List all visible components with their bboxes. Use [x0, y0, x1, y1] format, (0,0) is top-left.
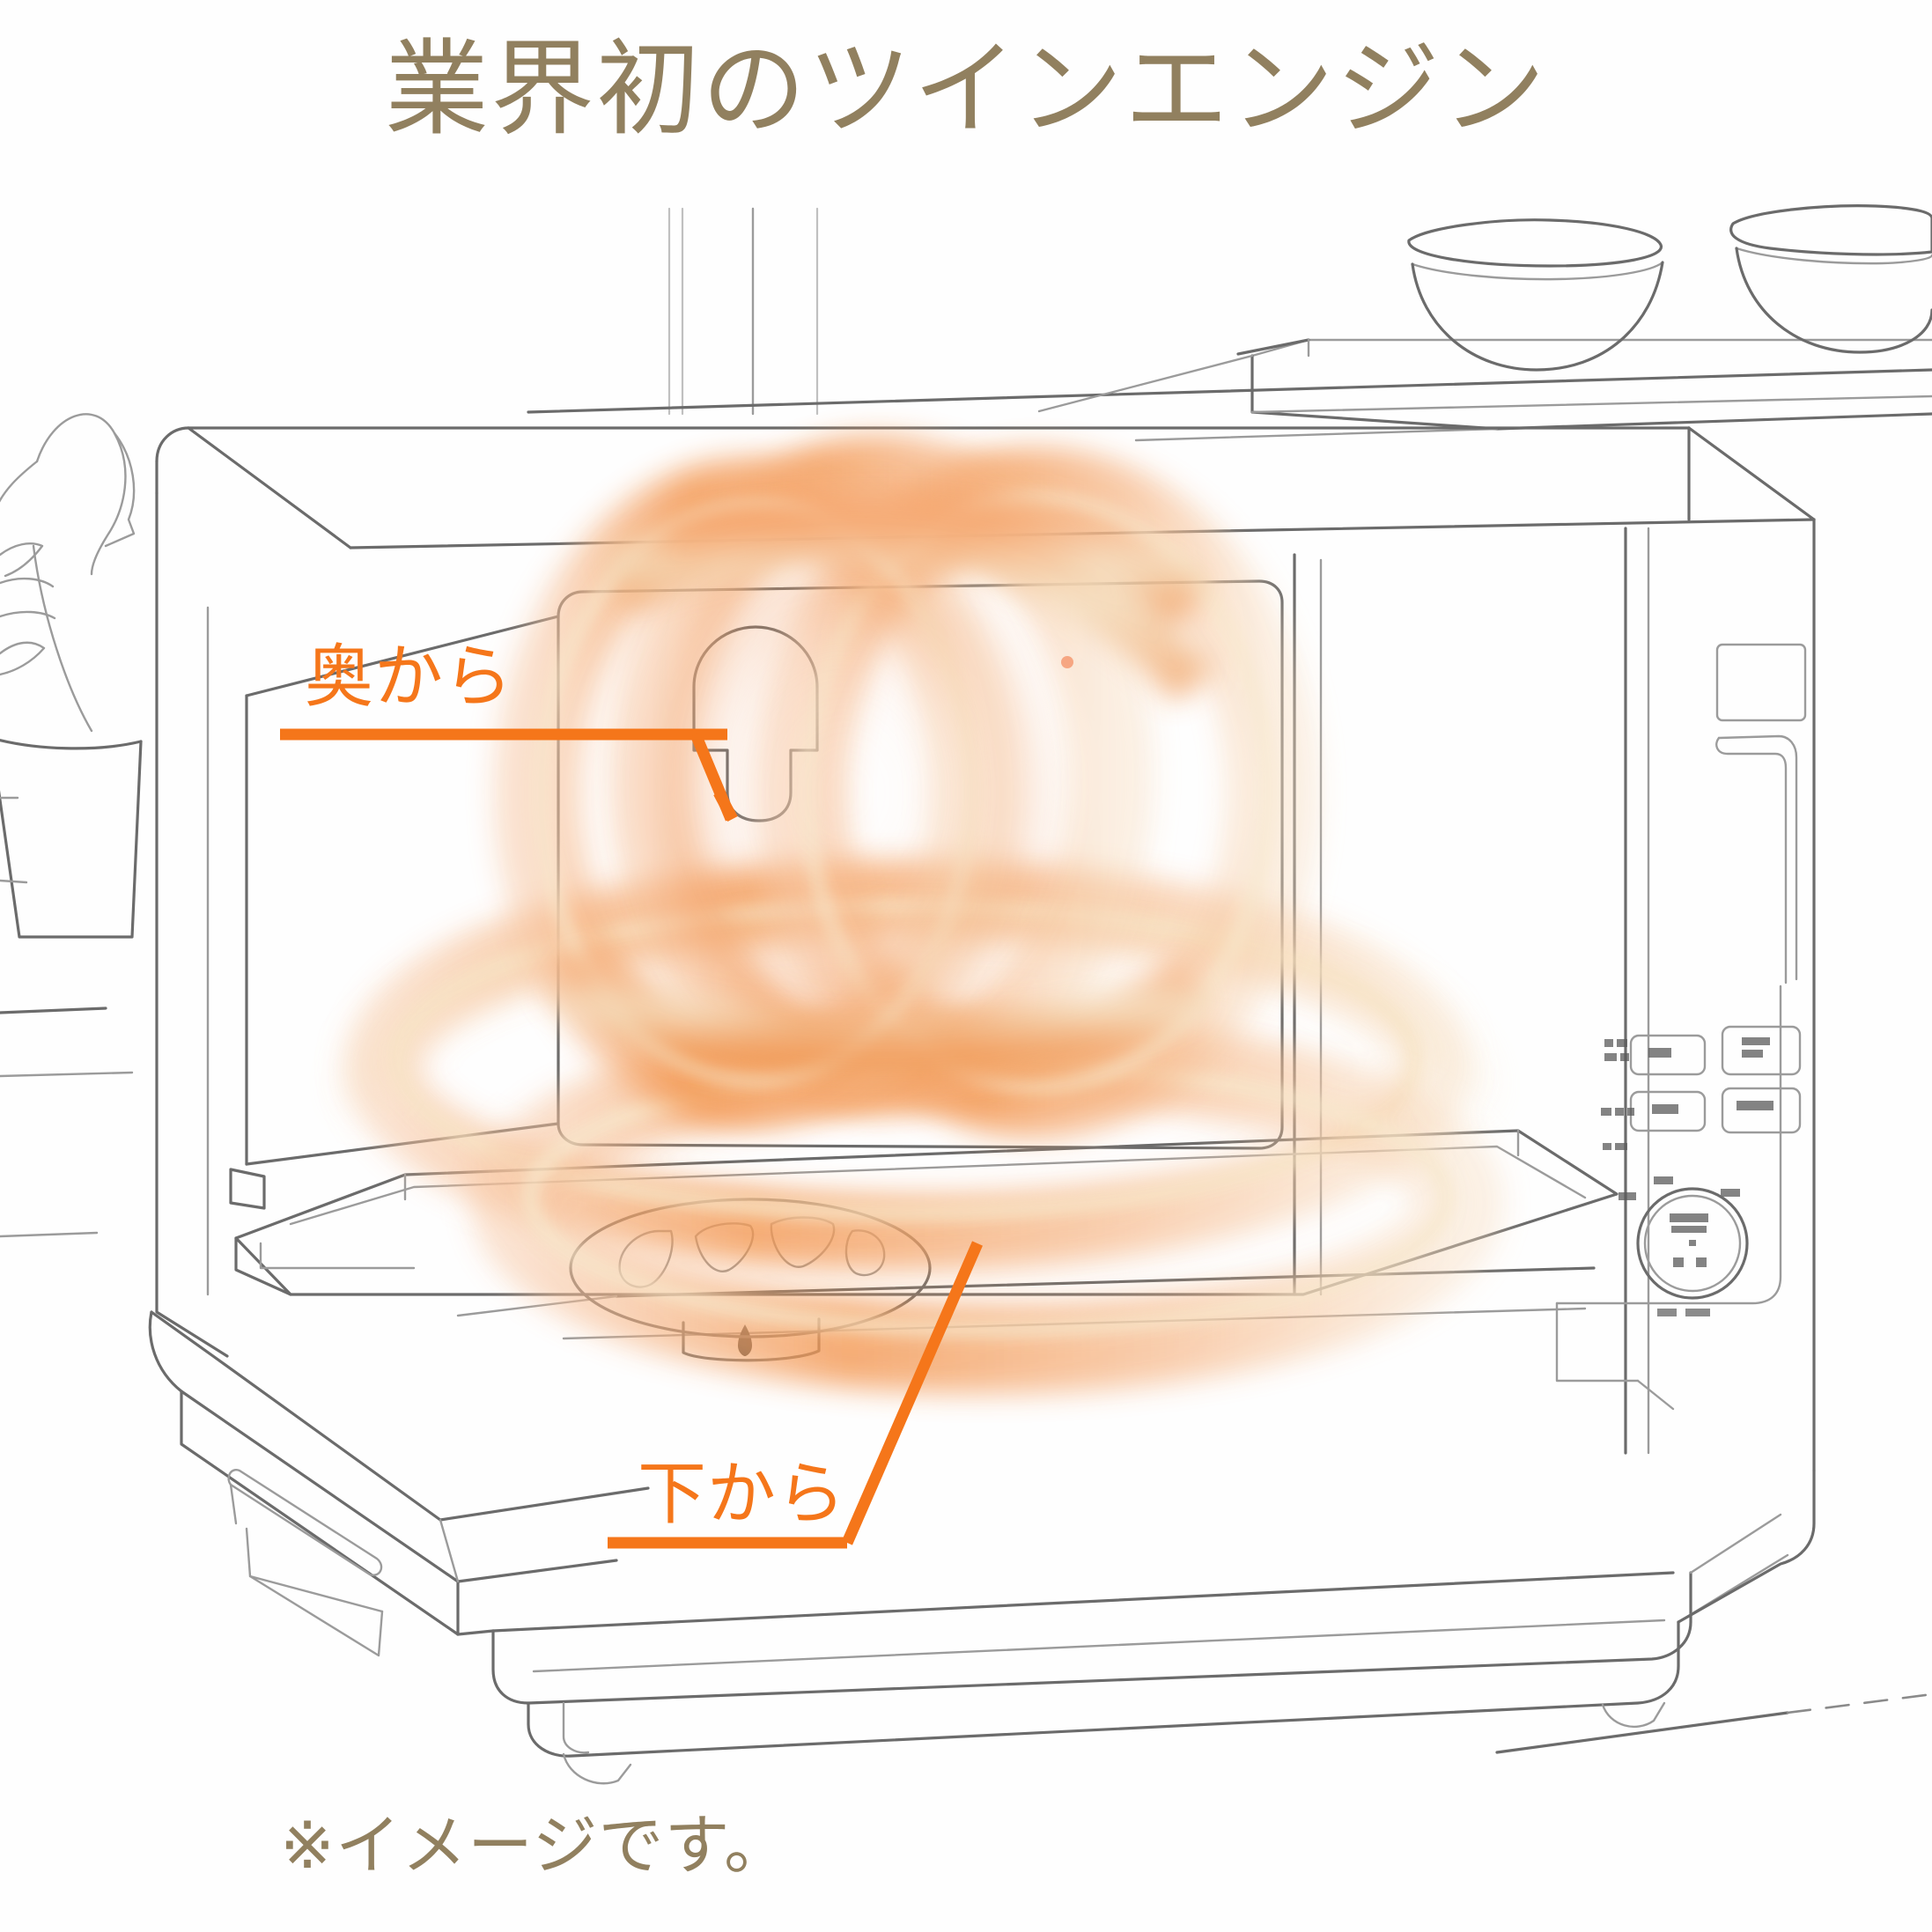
panel-button-2[interactable] — [1721, 1025, 1802, 1076]
potted-plant — [0, 413, 143, 939]
counter-front-edge-dashed — [1786, 1692, 1932, 1714]
counter-front-edge — [1495, 1711, 1789, 1754]
counter-edge-back — [0, 1007, 107, 1014]
oven-door-open[interactable] — [148, 1310, 650, 1657]
bowl-left — [1407, 218, 1664, 372]
door-handle[interactable] — [1717, 734, 1798, 981]
annotation-label-bottom: 下から — [638, 1455, 847, 1534]
annotation-label-rear: 奥から — [305, 638, 514, 717]
page-title: 業界初のツインエンジン — [384, 28, 1547, 150]
leader-lines — [280, 728, 983, 1549]
bowl-right — [1729, 204, 1932, 354]
panel-glyph-marks — [1601, 1037, 1773, 1200]
panel-button-4[interactable] — [1721, 1087, 1802, 1134]
panel-footer-marks — [1657, 1309, 1710, 1316]
control-dial[interactable] — [1636, 1187, 1749, 1300]
oven-base — [491, 1469, 1816, 1785]
image-disclaimer-caption: ※イメージです。 — [280, 1808, 791, 1884]
door-front-handle[interactable] — [227, 1469, 383, 1576]
wall-base-line — [0, 1231, 99, 1238]
background-kitchen — [0, 204, 1932, 1754]
airflow-rear-swirl — [494, 435, 1319, 1138]
control-panel — [1555, 643, 1807, 1316]
cabinet-underside-line — [527, 368, 1932, 414]
oven-foot-left — [562, 1752, 632, 1785]
oven-foot-right — [1601, 1701, 1666, 1729]
wall-cabinet-seams — [667, 207, 819, 416]
display-window — [1715, 643, 1807, 722]
counter-edge-front — [0, 1071, 134, 1078]
cavity-left-bracket — [229, 1168, 266, 1210]
panel-button-1[interactable] — [1629, 1034, 1707, 1076]
shelf-block — [1037, 338, 1932, 442]
